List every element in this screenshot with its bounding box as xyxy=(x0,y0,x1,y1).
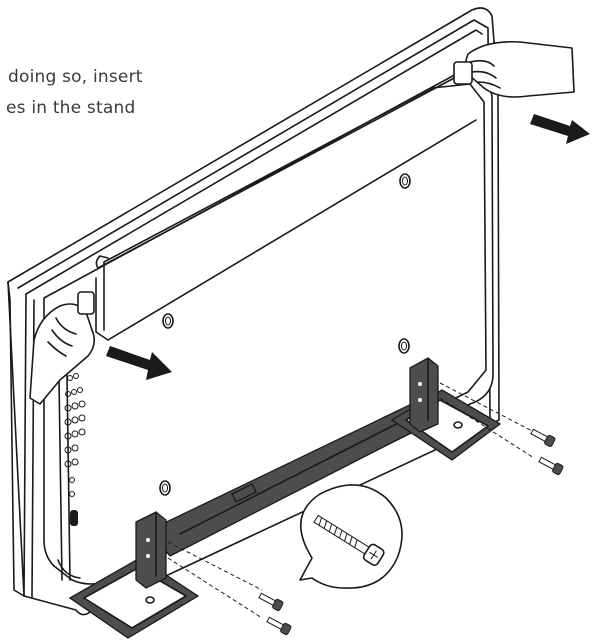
terminal-connectors xyxy=(64,373,86,526)
screw-callout-bubble xyxy=(299,484,403,589)
screws xyxy=(258,428,564,636)
mounting-holes xyxy=(159,173,411,496)
caption-line-1: doing so, insert xyxy=(8,67,143,87)
left-hand xyxy=(29,291,96,405)
screw-insert-guides xyxy=(167,382,535,619)
caption-line-2: es in the stand xyxy=(6,98,136,118)
right-hand xyxy=(453,40,575,98)
right-stand xyxy=(390,357,502,461)
pull-arrow-left xyxy=(106,346,172,380)
instruction-caption: doing so, insert es in the stand xyxy=(0,62,170,124)
monitor-back-panel xyxy=(43,71,494,585)
left-stand xyxy=(68,511,200,639)
pull-arrow-right xyxy=(530,114,590,144)
